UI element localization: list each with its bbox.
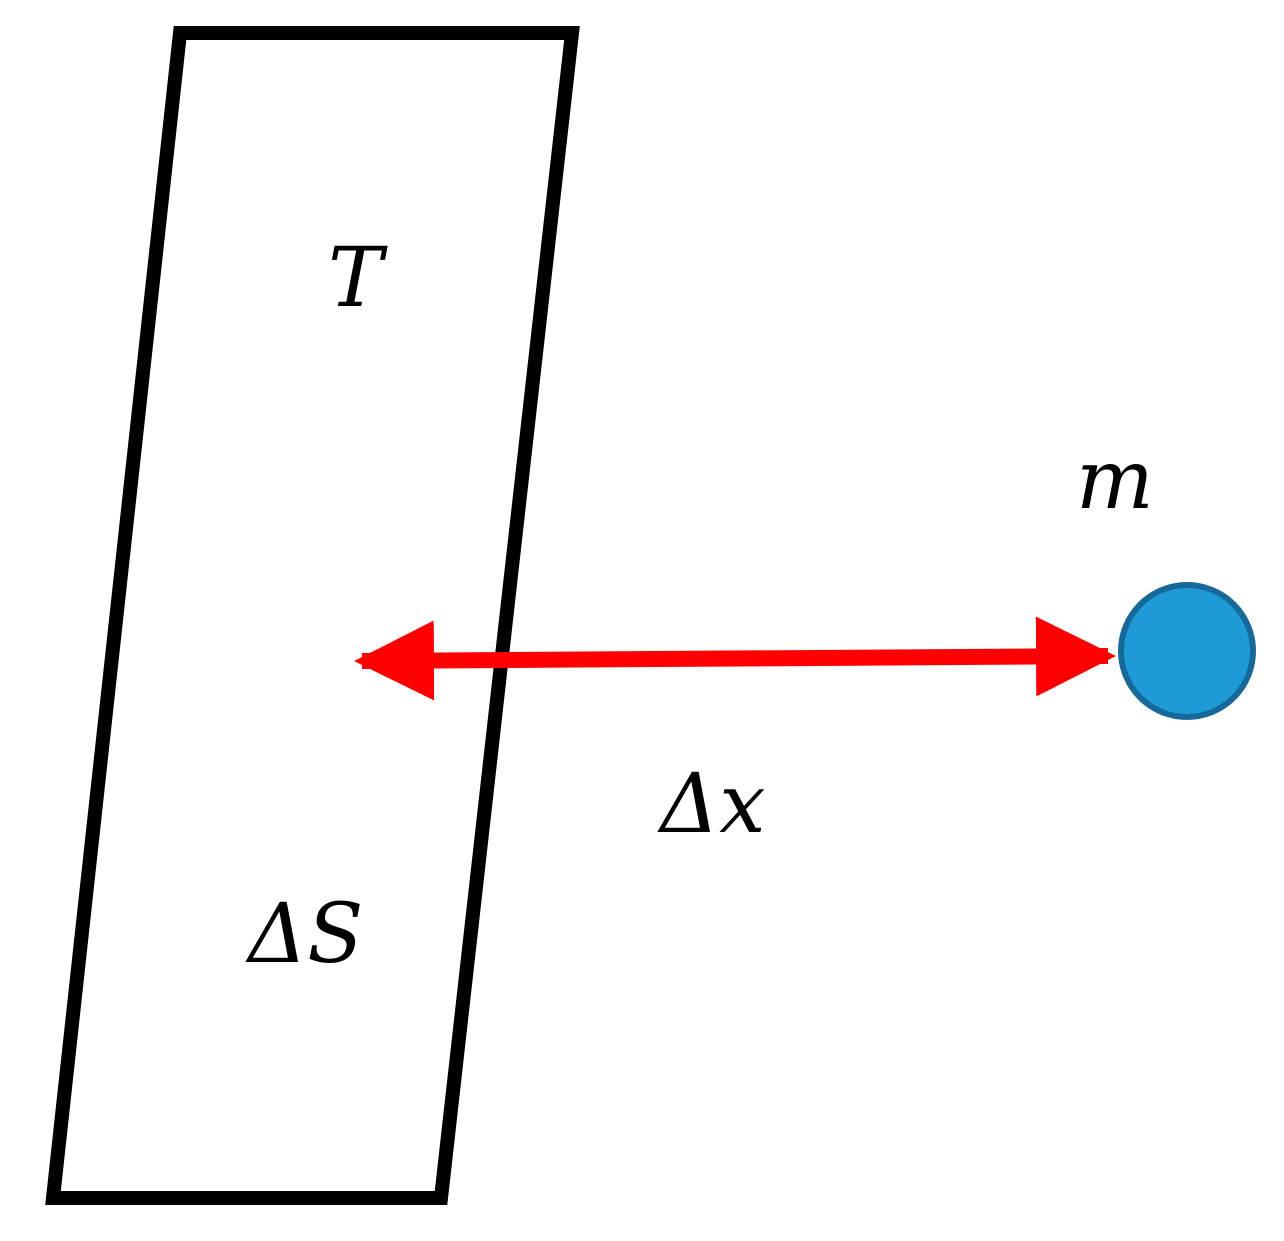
distance-arrow [354, 616, 1116, 701]
temperature-label: T [328, 231, 388, 326]
area-label: ΔS [245, 887, 363, 982]
mass-label: m [1076, 433, 1154, 528]
mass-particle [1118, 582, 1256, 720]
distance-label: Δx [657, 757, 765, 852]
surface-plate [45, 26, 580, 1205]
